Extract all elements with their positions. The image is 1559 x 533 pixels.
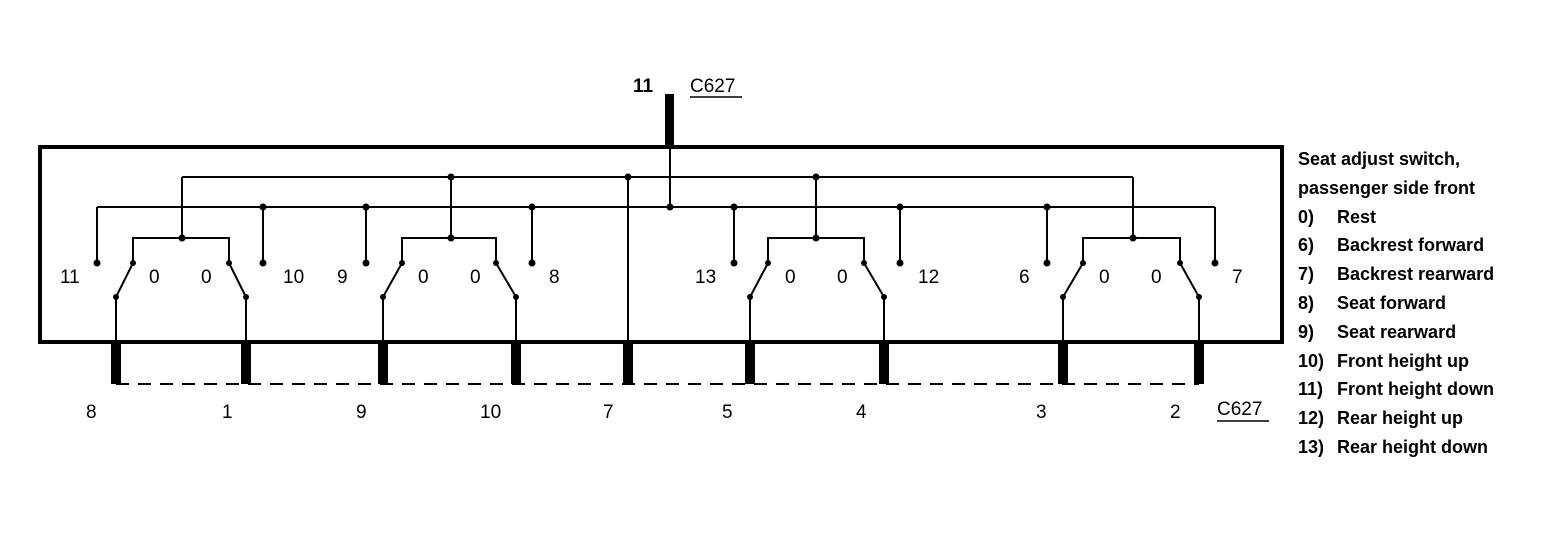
- top-connector-lead: [665, 94, 674, 146]
- bottom-pin-label: 4: [856, 402, 867, 423]
- legend-item-code: 0): [1298, 206, 1315, 227]
- legend-item: 13) Rear height down: [1298, 433, 1553, 462]
- junction-dots: [93, 173, 1219, 300]
- bottom-pin-label: 7: [603, 402, 614, 423]
- switch-1-right-label: 10: [283, 267, 304, 288]
- switch-1-left-position: 0: [149, 267, 160, 288]
- legend-item-text: Front height down: [1337, 379, 1494, 400]
- legend-item-code: 9): [1298, 321, 1315, 342]
- legend-item-text: Front height up: [1337, 350, 1469, 371]
- legend-item-code: 8): [1298, 292, 1315, 313]
- bottom-connector-leads: [111, 342, 1204, 384]
- legend-item-text: Rear height up: [1337, 408, 1464, 429]
- switch-1-left-label: 11: [60, 267, 80, 288]
- legend-item: 7) Backrest rearward: [1298, 260, 1553, 289]
- switch-2-left-label: 9: [337, 267, 348, 288]
- legend-item-text: Rest: [1337, 206, 1377, 227]
- legend-item: 9) Seat rearward: [1298, 318, 1553, 347]
- switch-2-left-position: 0: [418, 267, 429, 288]
- legend-item: 0) Rest: [1298, 203, 1553, 232]
- bottom-pin-label: 1: [222, 402, 233, 423]
- legend-item-code: 11): [1298, 379, 1324, 400]
- switch-1-right-position: 0: [201, 267, 212, 288]
- switch-2-right-position: 0: [470, 267, 481, 288]
- switch-4-left-position: 0: [1099, 267, 1110, 288]
- switch-housing: [38, 145, 1284, 344]
- bottom-connector-name: C627: [1217, 399, 1262, 420]
- legend-item-code: 10): [1298, 350, 1325, 371]
- switch-3-right-position: 0: [837, 267, 848, 288]
- legend-item-text: Backrest rearward: [1337, 264, 1495, 285]
- switch-3-left-position: 0: [785, 267, 796, 288]
- legend-item: 11) Front height down: [1298, 375, 1553, 404]
- top-connector-pin: 11: [633, 76, 654, 97]
- legend-item-text: Seat forward: [1337, 292, 1447, 313]
- legend-item-code: 13): [1298, 436, 1325, 457]
- bottom-pin-label: 5: [722, 402, 733, 423]
- bottom-pin-label: 10: [480, 402, 501, 423]
- bottom-pin-label: 8: [86, 402, 97, 423]
- legend-item-code: 6): [1298, 235, 1315, 256]
- internal-wiring: [96, 147, 1216, 345]
- top-connector-name: C627: [690, 76, 735, 97]
- switch-4-right-position: 0: [1151, 267, 1162, 288]
- switch-4-left-label: 6: [1019, 267, 1030, 288]
- bottom-pin-label: 2: [1170, 402, 1181, 423]
- bottom-pin-label: 3: [1036, 402, 1047, 423]
- legend-title-line-2: passenger side front: [1298, 177, 1476, 198]
- switch-2-right-label: 8: [549, 267, 560, 288]
- legend-item-text: Rear height down: [1337, 436, 1489, 457]
- switch-3-right-label: 12: [918, 267, 939, 288]
- legend: Seat adjust switch, passenger side front…: [1298, 145, 1553, 462]
- switch-4-right-label: 7: [1232, 267, 1243, 288]
- legend-item: 6) Backrest forward: [1298, 231, 1553, 260]
- legend-item-text: Seat rearward: [1337, 321, 1457, 342]
- legend-item-code: 7): [1298, 264, 1315, 285]
- legend-item: 10) Front height up: [1298, 347, 1553, 376]
- bottom-pin-label: 9: [356, 402, 367, 423]
- switch-3-left-label: 13: [695, 267, 716, 288]
- legend-item-code: 12): [1298, 408, 1325, 429]
- legend-item: 12) Rear height up: [1298, 404, 1553, 433]
- legend-item: 8) Seat forward: [1298, 289, 1553, 318]
- legend-item-text: Backrest forward: [1337, 235, 1485, 256]
- legend-title-line-1: Seat adjust switch,: [1298, 149, 1461, 169]
